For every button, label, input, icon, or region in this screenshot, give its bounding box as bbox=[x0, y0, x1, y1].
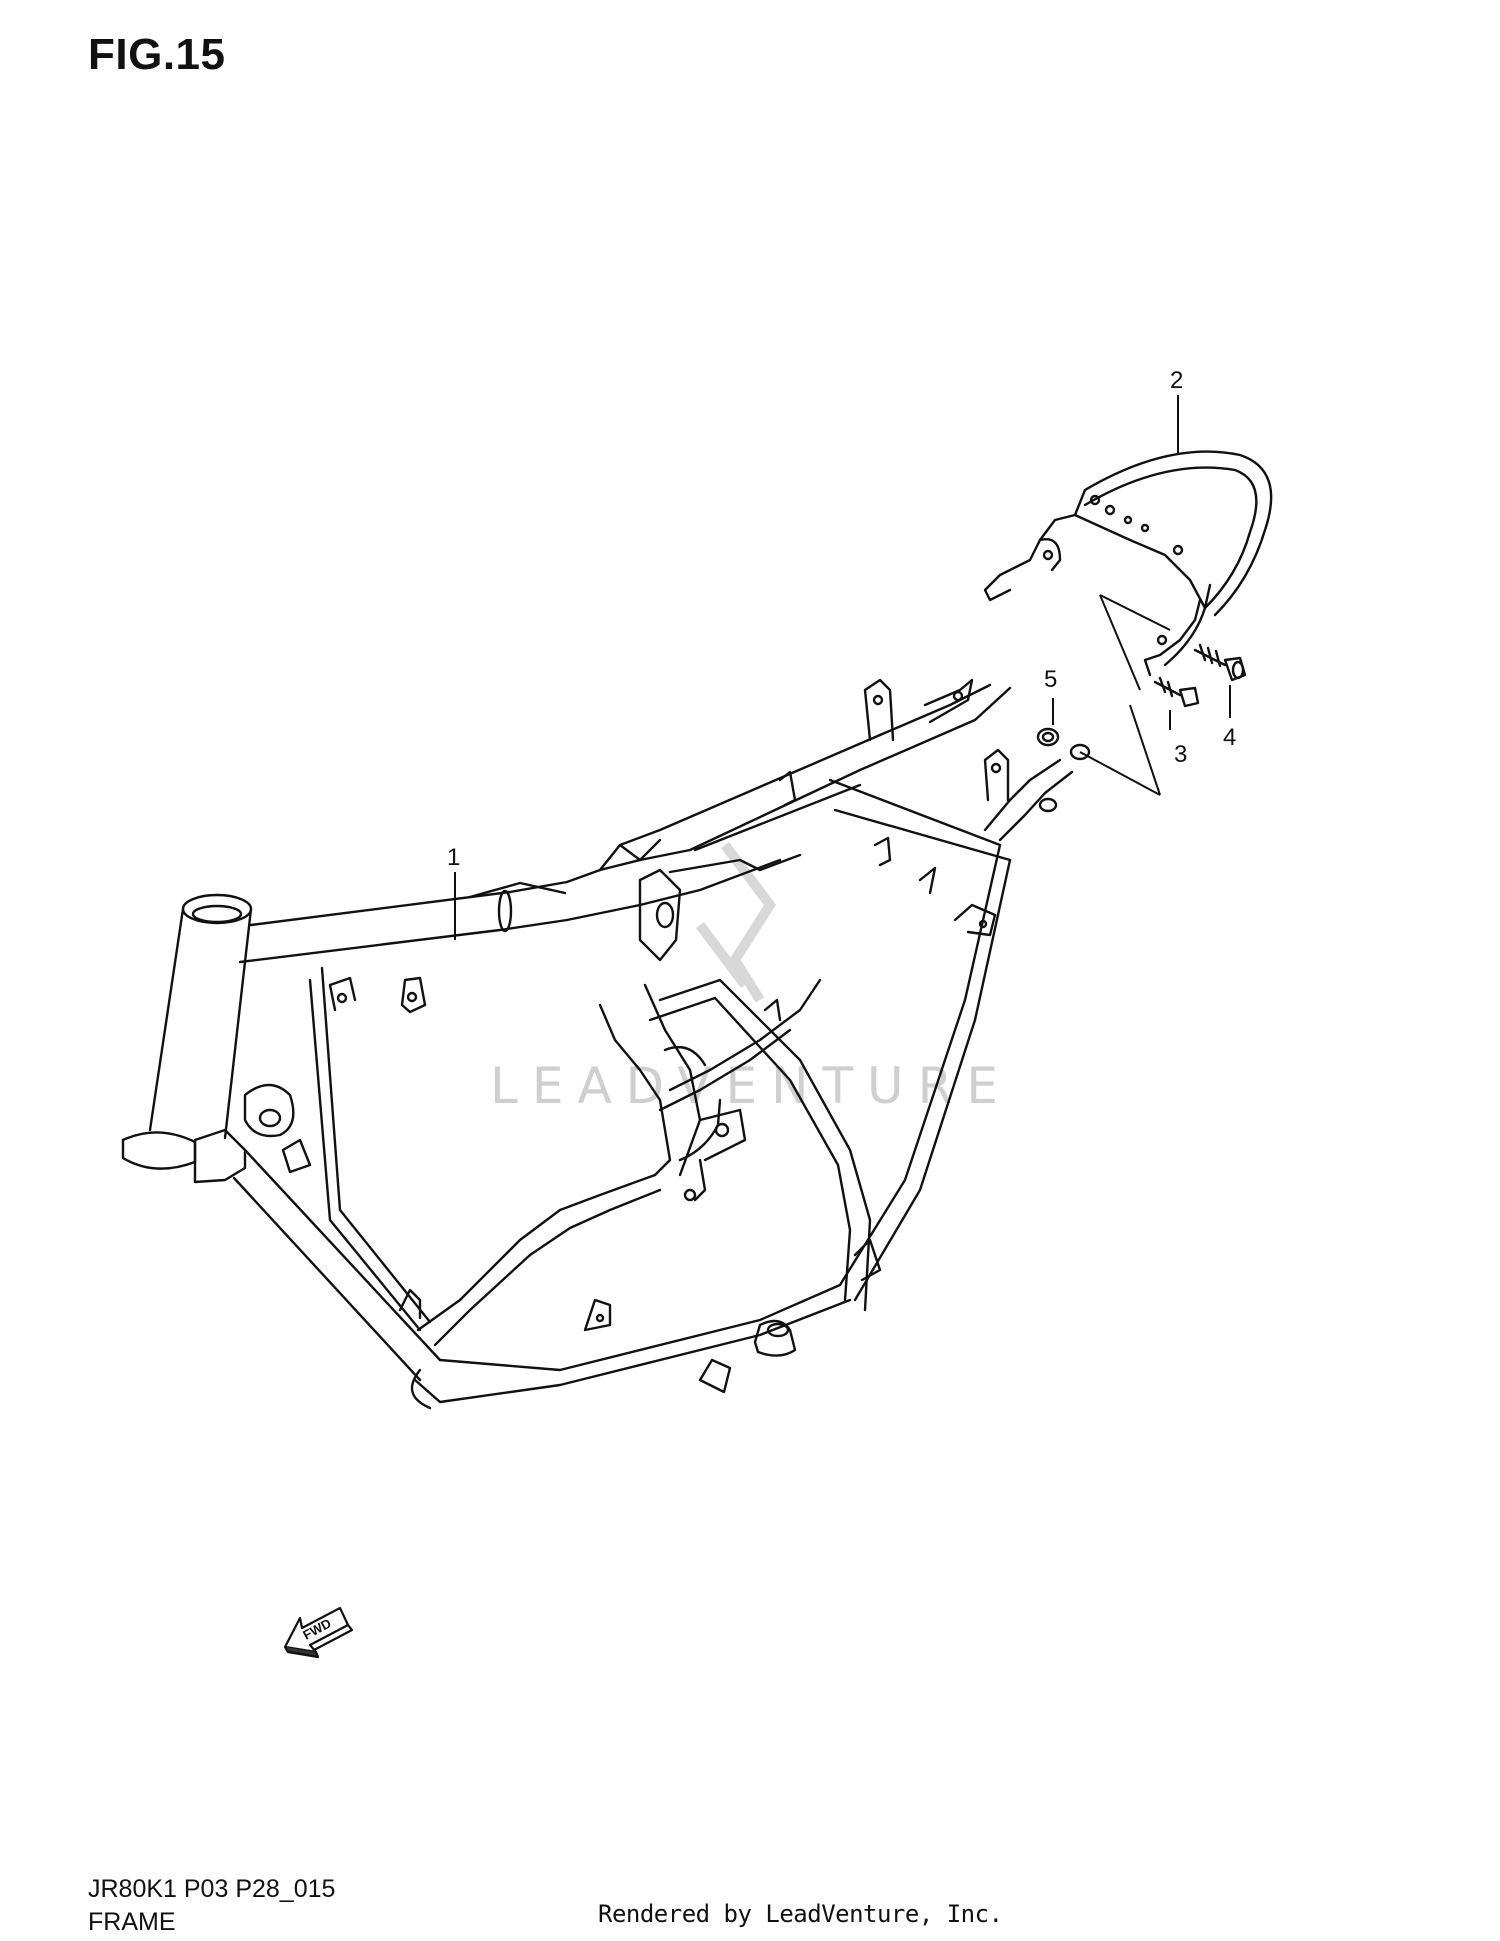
callout-4: 4 bbox=[1223, 724, 1236, 751]
credit-text: Rendered by LeadVenture, Inc. bbox=[598, 1900, 1003, 1928]
figure-title: FIG.15 bbox=[88, 30, 226, 79]
rear-handle-bracket bbox=[983, 450, 1273, 813]
leader-lines bbox=[454, 395, 1231, 940]
callout-1: 1 bbox=[447, 844, 460, 871]
callout-3: 3 bbox=[1174, 741, 1187, 768]
assembly-guide bbox=[1079, 594, 1171, 796]
main-frame bbox=[121, 678, 1074, 1410]
watermark-text: LEADVENTURE bbox=[490, 1057, 1012, 1115]
callout-5: 5 bbox=[1044, 666, 1057, 693]
figure-code: JR80K1 P03 P28_015 bbox=[88, 1875, 336, 1903]
fwd-arrow-icon bbox=[283, 1606, 354, 1659]
callout-2: 2 bbox=[1170, 367, 1183, 394]
watermark-logo bbox=[696, 842, 777, 1003]
figure-name: FRAME bbox=[88, 1908, 176, 1936]
